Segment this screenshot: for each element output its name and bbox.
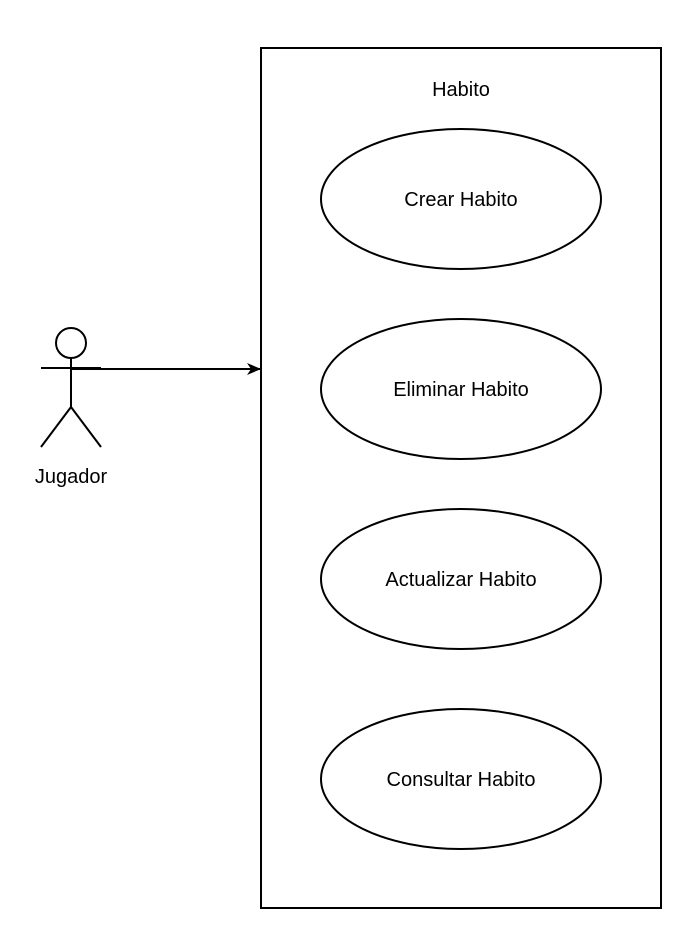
use-case-eliminar: Eliminar Habito: [320, 318, 602, 460]
actor-head: [55, 327, 87, 359]
use-case-ellipse: [320, 128, 602, 270]
actor-left-leg: [40, 406, 72, 448]
use-case-label: Consultar Habito: [387, 769, 536, 791]
use-case-actualizar: Actualizar Habito: [320, 508, 602, 650]
actor-jugador: [40, 327, 102, 448]
use-case-consultar: Consultar Habito: [320, 708, 602, 850]
actor-label: Jugador: [35, 466, 108, 488]
actor-right-leg: [70, 406, 102, 448]
use-case-ellipse: [320, 708, 602, 850]
use-case-ellipse: [320, 318, 602, 460]
use-case-crear: Crear Habito: [320, 128, 602, 270]
use-case-label: Crear Habito: [404, 189, 517, 211]
use-case-label: Actualizar Habito: [385, 569, 536, 591]
system-title: Habito: [432, 79, 490, 101]
use-case-label: Eliminar Habito: [393, 379, 529, 401]
use-case-ellipse: [320, 508, 602, 650]
